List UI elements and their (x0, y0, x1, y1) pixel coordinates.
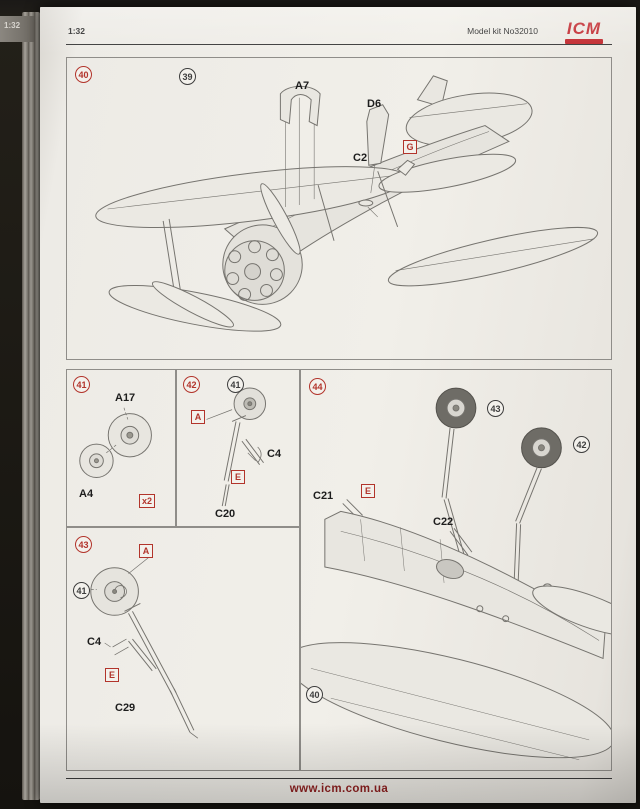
step-42-panel: 42 41 A C4 E C20 (176, 369, 300, 527)
website-url: www.icm.com.ua (289, 783, 389, 795)
ref-badge-40: 40 (306, 686, 323, 703)
icm-logo-tagline-bar (565, 39, 603, 44)
page-scale: 1:32 (68, 26, 86, 36)
part-label-a7: A7 (295, 80, 310, 92)
part-label-c29: C29 (115, 702, 136, 714)
header-rule (66, 44, 612, 45)
page-stack-edge (22, 12, 40, 800)
step-badge-44: 44 (309, 378, 326, 395)
part-label-c2: C2 (353, 152, 368, 164)
step-badge-43: 43 (75, 536, 92, 553)
part-label-c22: C22 (433, 516, 454, 528)
icm-logo: ICM (558, 20, 610, 44)
paint-callout-e: E (231, 470, 245, 484)
step-41-panel: 41 A17 A4 x2 (66, 369, 176, 527)
wheel-strut-assembly-drawing (90, 557, 199, 739)
adjacent-page-corner (0, 16, 34, 42)
quantity-callout-x2: x2 (139, 494, 156, 508)
footer-rule (66, 778, 612, 779)
instruction-page: 1:32 Model kit No32010 ICM (40, 7, 636, 803)
ref-badge-43: 43 (487, 400, 504, 417)
landing-gear-strut-drawing (206, 385, 267, 507)
part-label-a4: A4 (79, 488, 94, 500)
step-40-panel: 40 39 A7 D6 G C2 (66, 57, 612, 360)
biplane-exploded-drawing (95, 75, 599, 332)
adjacent-page-scale: 1:32 (4, 21, 21, 30)
paint-callout-a: A (139, 544, 153, 558)
step-badge-42: 42 (183, 376, 200, 393)
paint-callout-e: E (361, 484, 375, 498)
ref-badge-42: 42 (573, 436, 590, 453)
part-label-c4: C4 (267, 448, 282, 460)
kit-number: Model kit No32010 (467, 26, 538, 36)
paint-callout-a: A (191, 410, 205, 424)
part-label-c4: C4 (87, 636, 102, 648)
ref-badge-39: 39 (179, 68, 196, 85)
ref-badge-41: 41 (227, 376, 244, 393)
step-44-panel: 44 43 42 C21 E C22 40 (300, 369, 612, 771)
icm-logo-text: ICM (566, 19, 602, 38)
ref-badge-41: 41 (73, 582, 90, 599)
part-label-a17: A17 (115, 392, 136, 404)
paint-callout-e: E (105, 668, 119, 682)
step-43-panel: 43 A 41 C4 E C29 (66, 527, 300, 771)
paint-callout-g: G (403, 140, 417, 154)
step-badge-41: 41 (73, 376, 90, 393)
part-label-d6: D6 (367, 98, 382, 110)
gear-installation-drawing (301, 387, 611, 761)
step-badge-40: 40 (75, 66, 92, 83)
part-label-c21: C21 (313, 490, 334, 502)
part-label-c20: C20 (215, 508, 236, 520)
wheel-halves-drawing (79, 407, 152, 478)
